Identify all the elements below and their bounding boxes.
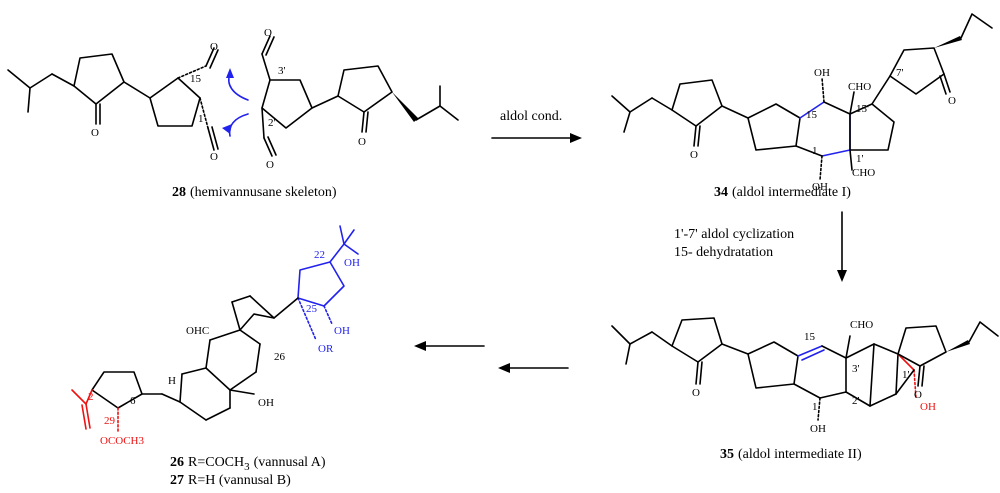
c26-atom-ohc: OHC <box>186 325 209 337</box>
c35-locant-15: 15 <box>804 331 816 343</box>
aldol-arrow-head <box>570 133 582 143</box>
c26-locant-6: 6 <box>130 395 136 407</box>
c35-locant-2p: 2' <box>852 395 860 407</box>
c26-locant-25: 25 <box>306 303 318 315</box>
c28-locant-3p: 3' <box>278 65 286 77</box>
c35-caption: 35(aldol intermediate II) <box>720 447 862 462</box>
transform-arrow-2-head <box>414 341 426 351</box>
c35-atom-o-a: O <box>692 387 700 399</box>
cyclization-arrow-head <box>837 270 847 282</box>
c34-caption: 34(aldol intermediate I) <box>714 185 851 200</box>
c26-atom-oh-top: OH <box>344 257 360 269</box>
cyclization-step-line2: 15- dehydratation <box>674 245 773 260</box>
c28-atom-o5: O <box>266 159 274 171</box>
c26-atom-oh-25: OH <box>334 325 350 337</box>
c28-atom-o2: O <box>210 151 218 163</box>
compound-26-27-structure <box>71 225 359 433</box>
c28-atom-o6: O <box>358 136 366 148</box>
c28-locant-2p: 2' <box>268 117 276 129</box>
c34-atom-oh-bot: OH <box>812 181 828 193</box>
c34-atom-o-b: O <box>948 95 956 107</box>
c34-locant-15: 15 <box>806 109 818 121</box>
c34-locant-1p: 1' <box>856 153 864 165</box>
c26-locant-22: 22 <box>314 249 325 261</box>
c35-atom-oh-bot: OH <box>810 423 826 435</box>
c28-atom-o1: O <box>210 41 218 53</box>
c28-caption: 28(hemivannusane skeleton) <box>172 185 337 200</box>
c35-atom-oh-red: OH <box>920 401 936 413</box>
compound-35-structure <box>611 317 999 421</box>
c34-atom-cho-top: CHO <box>848 81 871 93</box>
compound-28-structure <box>7 35 459 157</box>
compound-34-structure <box>611 13 993 181</box>
c28-locant-1: 1 <box>198 113 204 125</box>
c26-atom-oac: OCOCH3 <box>100 435 145 447</box>
c34-locant-15p: 15' <box>856 103 869 115</box>
c28-locant-15: 15 <box>190 73 202 85</box>
c26-atom-h: H <box>168 375 176 387</box>
c34-locant-7p: 7' <box>896 67 904 79</box>
c26-locant-26: 26 <box>274 351 286 363</box>
c35-locant-1p: 1' <box>902 369 910 381</box>
c35-atom-cho: CHO <box>850 319 873 331</box>
c35-locant-3p: 3' <box>852 363 860 375</box>
c26-locant-2: 2 <box>88 391 94 403</box>
c34-atom-oh-top: OH <box>814 67 830 79</box>
c34-locant-1: 1 <box>812 145 818 157</box>
aldol-step-label: aldol cond. <box>500 109 562 124</box>
c28-atom-o3: O <box>91 127 99 139</box>
cyclization-step-line1: 1'-7' aldol cyclization <box>674 227 794 242</box>
c28-atom-o4: O <box>264 27 272 39</box>
c34-atom-cho-bot: CHO <box>852 167 875 179</box>
c26-atom-oh-ring: OH <box>258 397 274 409</box>
c34-atom-o-a: O <box>690 149 698 161</box>
c35-atom-o-b: O <box>914 389 922 401</box>
c26-atom-or-26: OR <box>318 343 334 355</box>
c26-locant-29: 29 <box>104 415 116 427</box>
transform-arrow-1-head <box>498 363 510 373</box>
c35-locant-1: 1 <box>812 401 818 413</box>
